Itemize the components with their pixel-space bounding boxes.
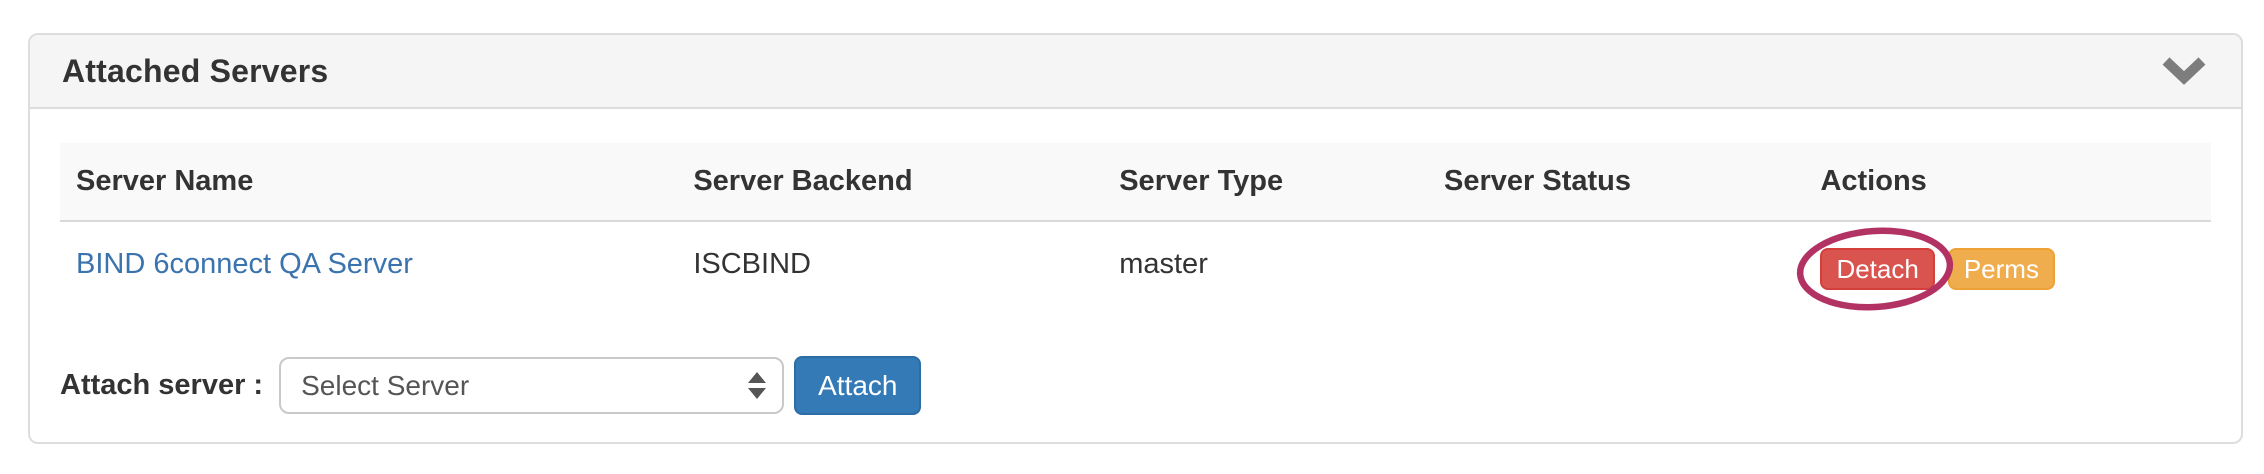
- stepper-updown-icon: [748, 372, 767, 399]
- perms-button[interactable]: Perms: [1947, 248, 2055, 290]
- panel-body: Server Name Server Backend Server Type S…: [30, 109, 2241, 415]
- panel-title: Attached Servers: [62, 52, 329, 89]
- attached-servers-table: Server Name Server Backend Server Type S…: [60, 143, 2211, 336]
- panel-heading: Attached Servers: [30, 35, 2241, 109]
- col-header-server-backend: Server Backend: [677, 143, 1104, 222]
- table-row: BIND 6connect QA Server ISCBIND master D…: [60, 221, 2211, 336]
- cell-server-type: master: [1119, 248, 1208, 280]
- col-header-actions: Actions: [1804, 143, 2211, 222]
- attach-server-form: Attach server : Select Server Attach: [60, 356, 2211, 415]
- cell-server-backend: ISCBIND: [693, 248, 811, 280]
- cell-actions: Detach Perms: [1797, 221, 2211, 336]
- attached-servers-panel: Attached Servers Server Name Server Back…: [28, 33, 2243, 444]
- collapse-toggle[interactable]: [2161, 55, 2207, 87]
- attach-server-label: Attach server :: [60, 369, 264, 401]
- server-select-value: Select Server: [301, 369, 470, 401]
- detach-button[interactable]: Detach: [1820, 248, 1935, 290]
- table-header-row: Server Name Server Backend Server Type S…: [60, 143, 2211, 222]
- cell-server-status: [1428, 221, 1804, 336]
- col-header-server-status: Server Status: [1428, 143, 1805, 222]
- cell-server-name: BIND 6connect QA Server: [60, 221, 677, 336]
- attach-button[interactable]: Attach: [794, 356, 922, 415]
- col-header-server-name: Server Name: [60, 143, 678, 222]
- server-name-link[interactable]: BIND 6connect QA Server: [76, 248, 413, 280]
- chevron-down-icon: [2162, 57, 2206, 85]
- server-select[interactable]: Select Server: [279, 357, 785, 414]
- col-header-server-type: Server Type: [1103, 143, 1429, 222]
